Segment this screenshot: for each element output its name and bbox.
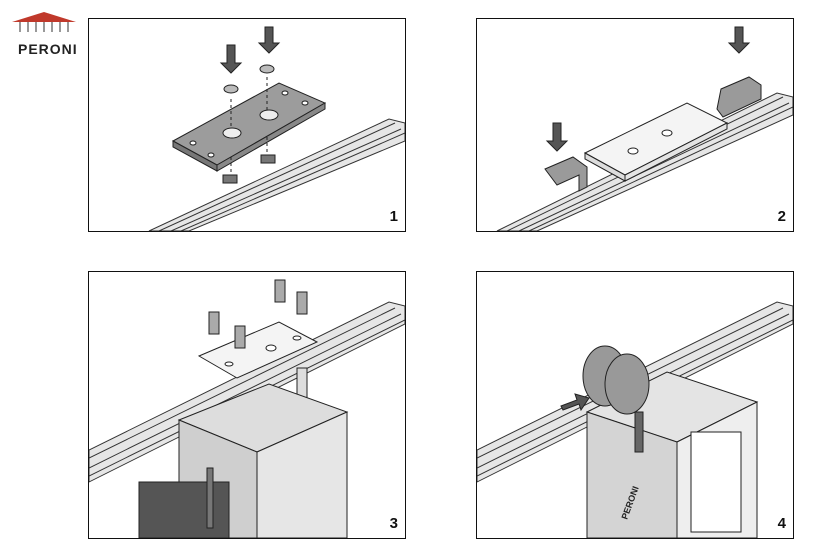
down-arrow-icon	[545, 26, 751, 152]
screws	[208, 279, 308, 349]
step-number: 1	[389, 208, 398, 225]
step-3-illustration	[89, 279, 405, 538]
rail	[148, 118, 405, 231]
step-1-illustration	[148, 26, 405, 231]
mounting-plate	[197, 321, 319, 379]
mounting-plate	[583, 102, 729, 182]
right-arrow-icon	[560, 393, 590, 412]
step-number: 3	[389, 515, 398, 532]
mounting-plate	[171, 82, 327, 172]
step-panel-1: 1	[88, 18, 406, 232]
step-2-illustration	[496, 26, 793, 231]
brand-name: PERONI	[18, 41, 78, 57]
step-4-illustration: PERONI	[477, 301, 793, 538]
bracket	[544, 76, 762, 192]
step-number: 4	[777, 515, 786, 532]
step-number: 2	[777, 208, 786, 225]
down-arrow-icon	[219, 26, 281, 74]
brand-logo: PERONI	[8, 8, 80, 57]
roof-logo-icon	[12, 12, 76, 32]
motor-box	[138, 383, 349, 538]
pulley	[582, 345, 650, 453]
step-panel-2: 2	[476, 18, 794, 232]
screws	[222, 64, 276, 184]
step-panel-4: PERONI 4	[476, 271, 794, 539]
step-panel-3: 3	[88, 271, 406, 539]
